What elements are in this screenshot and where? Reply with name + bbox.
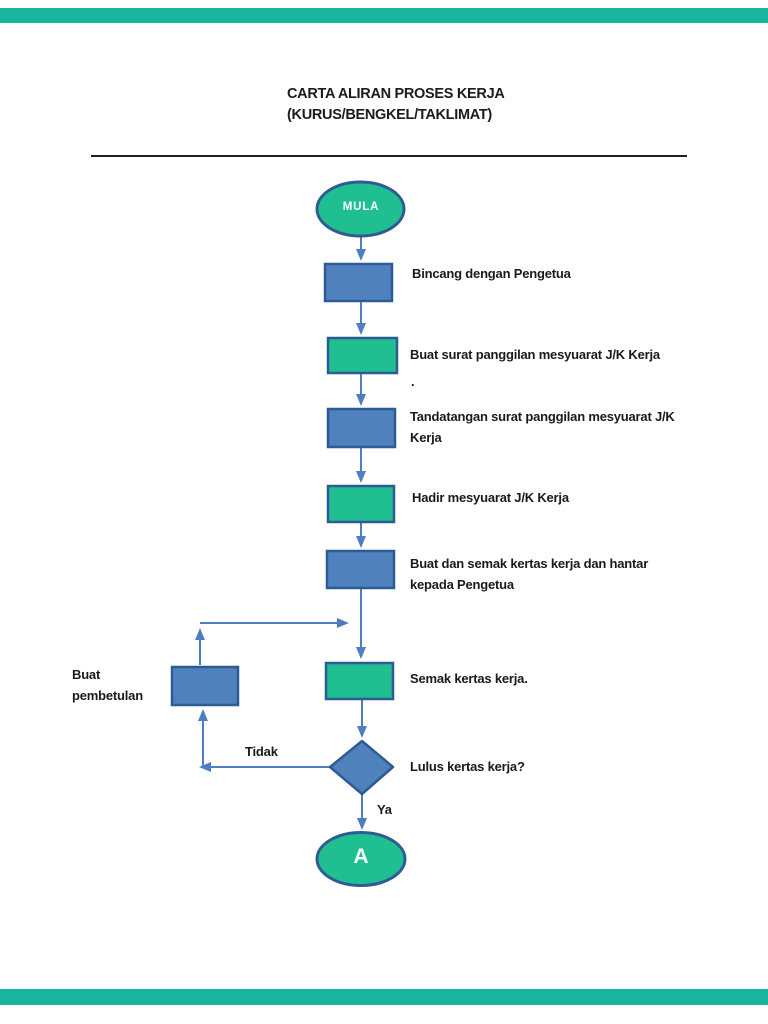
step4-label-line1: Hadir mesyuarat J/K Kerja (412, 490, 569, 505)
pembetulan-label: Buat pembetulan (72, 664, 143, 706)
step1-label: Bincang dengan Pengetua (412, 263, 571, 284)
step3-label-line1: Tandatangan surat panggilan mesyuarat J/… (410, 409, 675, 424)
step6-label-line1: Semak kertas kerja. (410, 671, 528, 686)
step5-label-line2: kepada Pengetua (410, 577, 514, 592)
stray-period: . (411, 371, 415, 392)
step5-label: Buat dan semak kertas kerja dan hantar k… (410, 553, 648, 595)
title-divider-line (91, 155, 687, 157)
process-box-pembetulan (170, 665, 240, 707)
start-terminator-label: MULA (342, 201, 380, 213)
start-terminator-mula (315, 180, 406, 238)
page-title-line2: (KURUS/BENGKEL/TAKLIMAT) (287, 107, 492, 123)
connectors (195, 237, 367, 830)
pembetulan-label-line1: Buat (72, 667, 101, 682)
step3-label-line2: Kerja (410, 430, 442, 445)
process-box-step3 (326, 407, 397, 449)
end-terminator-label: A (353, 845, 369, 868)
process-box-step6 (324, 661, 395, 701)
process-box-step2 (326, 336, 399, 375)
step5-label-line1: Buat dan semak kertas kerja dan hantar (410, 556, 649, 571)
step6-label: Semak kertas kerja. (410, 668, 528, 689)
end-terminator-a (315, 831, 407, 887)
step2-label-line1: Buat surat panggilan mesyuarat J/K Kerja (410, 347, 660, 362)
step4-label: Hadir mesyuarat J/K Kerja (412, 487, 569, 508)
page-title-line1: CARTA ALIRAN PROSES KERJA (287, 86, 505, 102)
process-box-step4 (326, 484, 396, 524)
viewer-bottom-strip (0, 989, 768, 1005)
process-box-step1 (323, 262, 394, 303)
process-box-step5 (325, 549, 396, 590)
decision-yes-label: Ya (377, 802, 392, 817)
step1-label-line1: Bincang dengan Pengetua (412, 266, 571, 281)
pembetulan-label-line2: pembetulan (72, 688, 143, 703)
step3-label: Tandatangan surat panggilan mesyuarat J/… (410, 406, 675, 448)
decision-question-label: Lulus kertas kerja? (410, 759, 525, 774)
viewer-top-strip (0, 8, 768, 23)
stray-period-text: . (411, 374, 415, 389)
page-title: CARTA ALIRAN PROSES KERJA (KURUS/BENGKEL… (287, 84, 505, 126)
decision-no-label: Tidak (245, 744, 278, 759)
decision-diamond (328, 739, 395, 796)
step2-label: Buat surat panggilan mesyuarat J/K Kerja (410, 344, 660, 365)
